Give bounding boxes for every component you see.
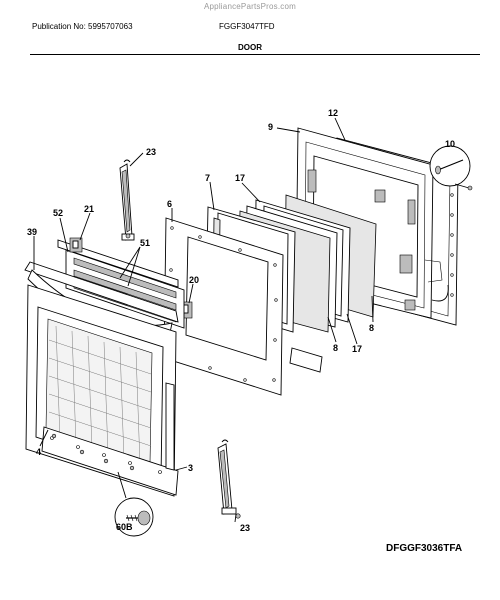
callout-23-bottom: 23 [240, 523, 250, 533]
callout-10: 10 [445, 139, 455, 149]
callout-6: 6 [167, 199, 172, 209]
part-4-screws[interactable] [51, 433, 135, 471]
callout-39: 39 [27, 227, 37, 237]
callout-4: 4 [36, 447, 41, 457]
callout-8-right: 8 [369, 323, 374, 333]
part-3-bottom-trim[interactable] [41, 382, 179, 496]
part-60b-screw-detail[interactable] [114, 497, 154, 537]
part-21-bracket[interactable] [69, 237, 83, 253]
part-52-trim-strip[interactable] [57, 239, 179, 288]
part-6-door-frame[interactable] [163, 217, 284, 396]
callout-17-bottom: 17 [352, 344, 362, 354]
callout-8-mid: 8 [333, 343, 338, 353]
callout-3: 3 [188, 463, 193, 473]
publication-number: Publication No: 5995707063 [32, 22, 133, 31]
part-23-hinge-bottom[interactable] [217, 439, 241, 519]
callout-7: 7 [205, 173, 210, 183]
callout-20: 20 [189, 275, 199, 285]
callout-60b: 60B [116, 522, 133, 532]
header-divider [30, 54, 480, 55]
callout-52: 52 [53, 208, 63, 218]
callout-51: 51 [140, 238, 150, 248]
diagram-code: DFGGF3036TFA [386, 543, 463, 554]
part-23-hinge-top[interactable] [119, 159, 135, 241]
watermark: AppliancePartsPros.com [204, 2, 296, 11]
callout-9: 9 [268, 122, 273, 132]
callout-21: 21 [84, 204, 94, 214]
part-10-pin-detail[interactable] [429, 145, 473, 191]
callout-17-top: 17 [235, 173, 245, 183]
callout-12: 12 [328, 108, 338, 118]
part-outer-door-panel[interactable] [25, 284, 177, 497]
section-title: DOOR [238, 43, 262, 52]
leader-lines [33, 117, 374, 523]
callout-23-top: 23 [146, 147, 156, 157]
model-number: FGGF3047TFD [219, 22, 275, 31]
